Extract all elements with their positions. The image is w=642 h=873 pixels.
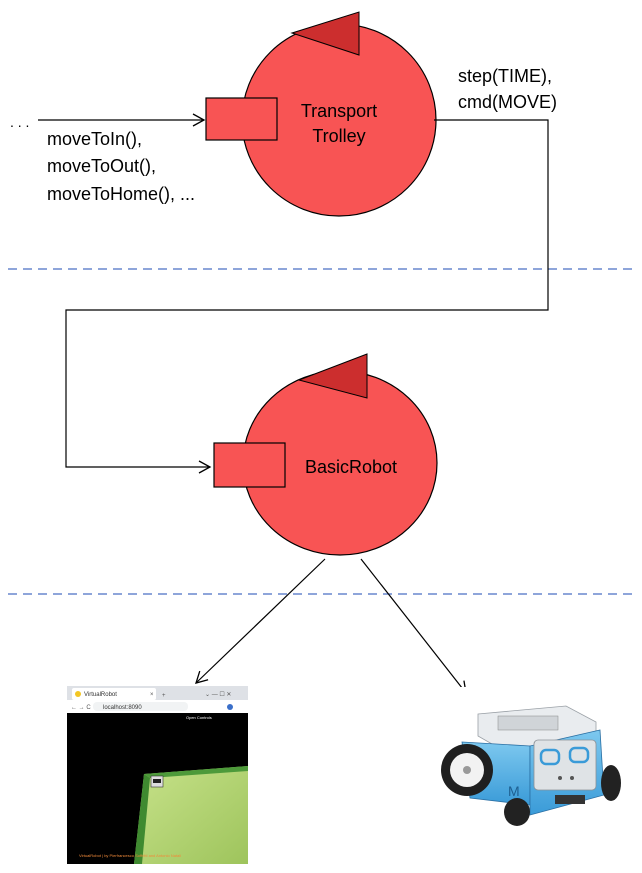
trolley-label-line2: Trolley — [312, 126, 365, 146]
robot-port — [213, 442, 286, 488]
tab-close-icon: × — [150, 692, 154, 698]
tab-favicon-icon — [75, 691, 81, 697]
open-controls-label: Open Controls — [186, 715, 212, 720]
right-wheel — [601, 765, 621, 801]
input-message-1: moveToIn(), — [47, 129, 142, 149]
front-wheel — [504, 798, 530, 826]
robot-face-plate — [533, 739, 597, 791]
window-controls-icon: ⌄ — ☐ ✕ — [205, 691, 231, 698]
transport-trolley-node: Transport Trolley — [205, 11, 437, 217]
physical-robot-photo: M — [438, 687, 621, 835]
nav-buttons-icon: ← → C — [71, 705, 91, 711]
edge-label-step: step(TIME), — [458, 66, 552, 86]
input-ellipsis: . . . — [10, 114, 29, 130]
trolley-port — [205, 97, 278, 141]
input-message-3: moveToHome(), ... — [47, 184, 195, 204]
virtual-robot-screenshot: VirtualRobot × + ⌄ — ☐ ✕ ← → C localhost… — [67, 686, 248, 864]
arrow-to-virtual-robot — [195, 558, 326, 684]
robot-logo: M — [508, 783, 520, 799]
basic-robot-node: BasicRobot — [213, 353, 438, 556]
trolley-label-line1: Transport — [301, 101, 377, 121]
robot-flag-icon — [297, 353, 368, 399]
trolley-to-robot-edge: step(TIME), cmd(MOVE) — [65, 66, 557, 474]
input-message-2: moveToOut(), — [47, 156, 156, 176]
arrow-to-physical-robot — [360, 558, 467, 695]
footer-text: VirtualRobot | by Pierfrancesco Soffritt… — [79, 853, 181, 858]
robot-label: BasicRobot — [305, 457, 397, 477]
profile-icon — [227, 704, 233, 710]
address-bar: localhost:8090 — [103, 705, 142, 711]
input-edge: . . . moveToIn(), moveToOut(), moveToHom… — [10, 113, 206, 204]
tab-title: VirtualRobot — [84, 692, 117, 698]
edge-label-cmd: cmd(MOVE) — [458, 92, 557, 112]
trolley-flag-icon — [290, 11, 360, 56]
new-tab-icon: + — [162, 693, 166, 699]
